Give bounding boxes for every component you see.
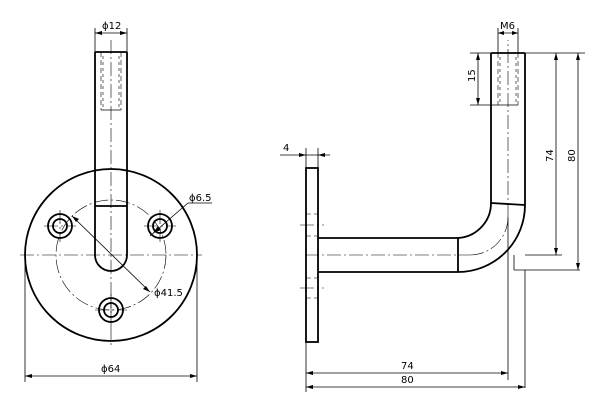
plate-diameter-label: ϕ64: [101, 364, 120, 375]
dim-arm-length: 74: [305, 217, 509, 392]
plate-thickness-label: 4: [283, 143, 289, 154]
total-length-label: 80: [401, 375, 414, 386]
thread-label: M6: [500, 21, 515, 32]
rod-front: [94, 51, 128, 272]
dim-plate-thickness: 4: [280, 143, 330, 168]
hole-diameter-label: ϕ6.5: [189, 193, 212, 204]
dim-bolt-circle: ϕ41.5: [71, 215, 183, 299]
arm-height-label: 74: [545, 149, 556, 162]
dim-rod-diameter: ϕ12: [94, 21, 128, 52]
dim-hole-diameter: ϕ6.5: [149, 193, 212, 237]
dim-arm-height: 74: [525, 52, 585, 256]
bolt-circle-label: ϕ41.5: [154, 288, 183, 299]
thread-depth-label: 15: [467, 69, 478, 82]
arm-length-label: 74: [401, 361, 414, 372]
dim-thread-depth: 15: [467, 52, 498, 106]
mounting-hole-right: [144, 210, 176, 242]
total-height-label: 80: [567, 149, 578, 162]
rod-side: [305, 40, 526, 273]
dim-thread: M6: [497, 21, 519, 53]
front-view: ϕ12 ϕ6.5 ϕ41.5 ϕ64: [20, 21, 212, 382]
mounting-hole-left: [44, 210, 76, 242]
dim-total-height: 80: [567, 53, 580, 270]
mounting-hole-bottom: [95, 294, 127, 326]
dim-plate-diameter: ϕ64: [24, 255, 198, 382]
dim-total-length: 80: [306, 375, 525, 389]
side-view: 4 M6 15 74: [280, 21, 585, 392]
rod-diameter-label: ϕ12: [102, 21, 121, 32]
reference-step: [513, 255, 580, 388]
